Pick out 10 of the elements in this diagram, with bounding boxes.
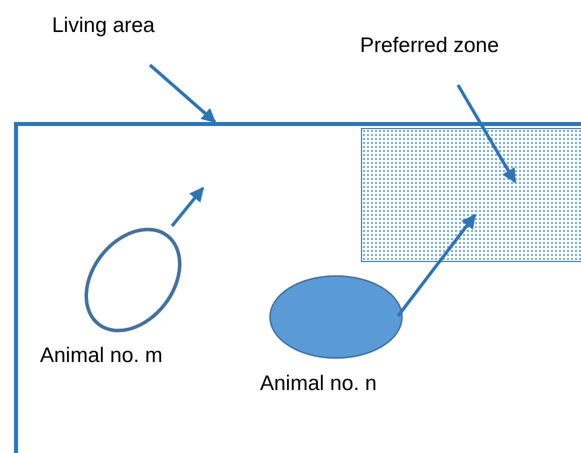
arrow xyxy=(456,84,516,184)
node-label: Living area xyxy=(52,14,155,38)
animal-label: Animal no. n xyxy=(260,372,377,396)
dotted-zone xyxy=(361,128,581,262)
animal-label: Animal no. m xyxy=(40,344,163,368)
living-area-boundary xyxy=(14,122,581,453)
arrow xyxy=(148,64,216,124)
node-label: Preferred zone xyxy=(360,34,499,58)
arrow xyxy=(396,214,476,317)
arrow xyxy=(170,186,204,228)
